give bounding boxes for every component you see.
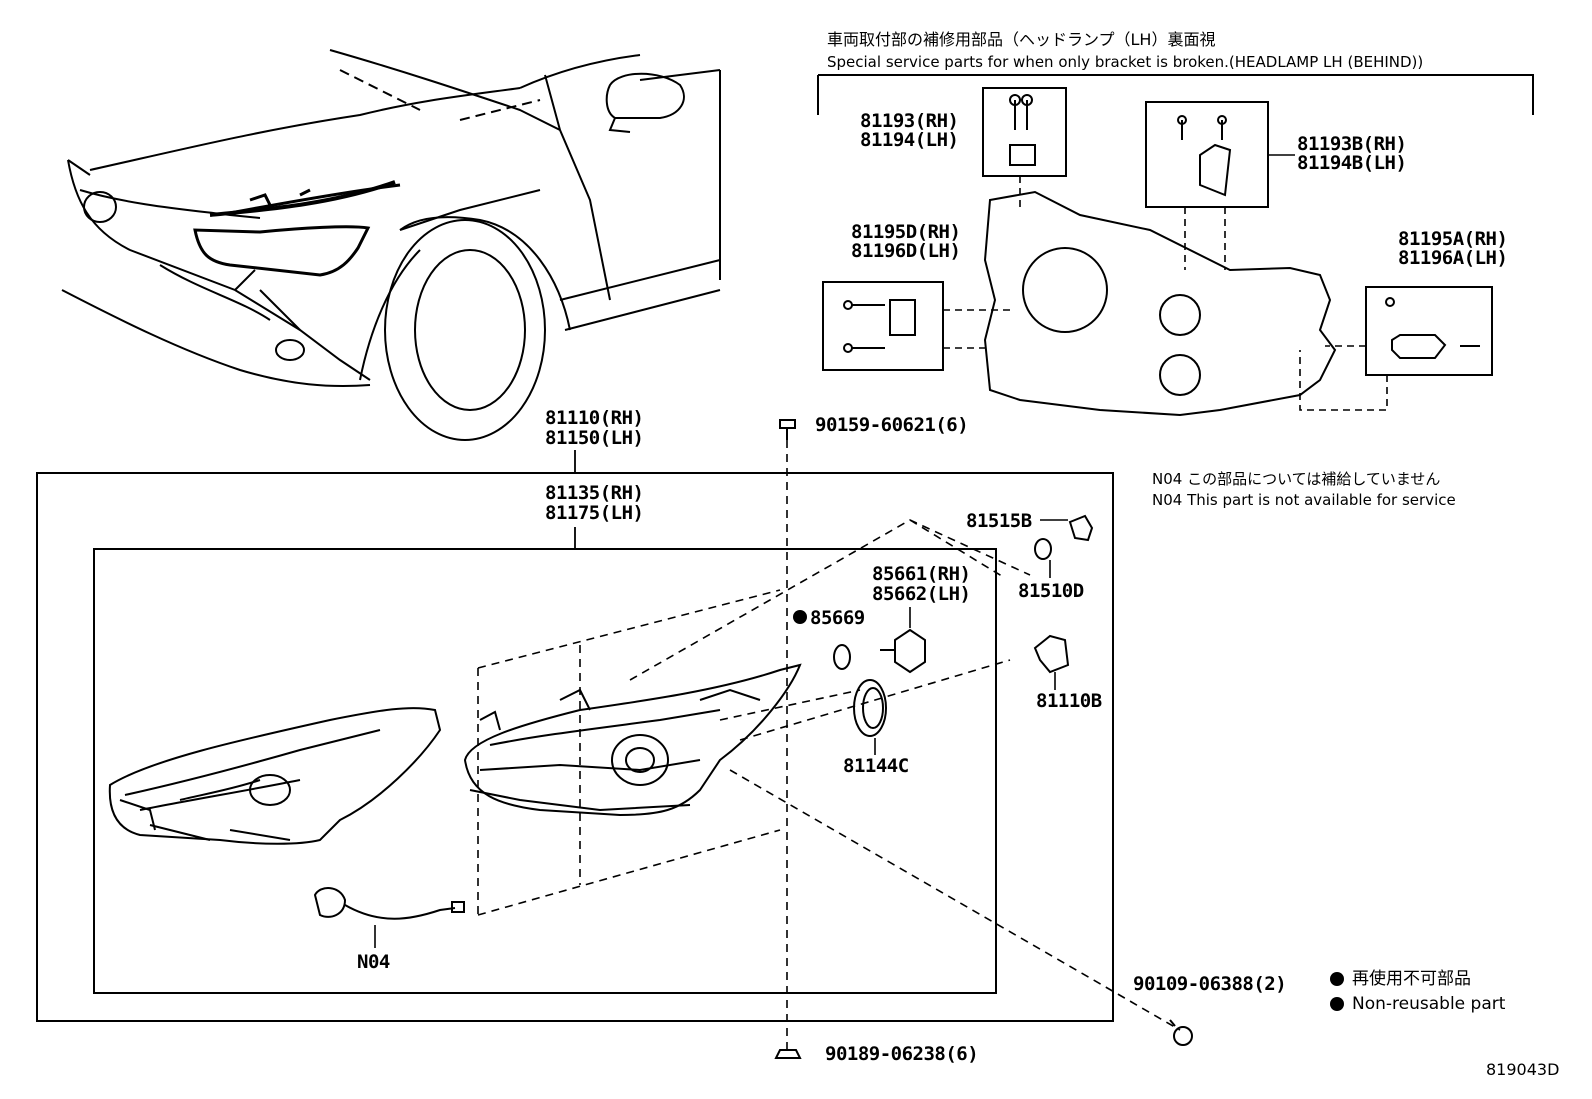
car-front-illustration (61, 49, 721, 441)
bolt-90109-illustration (1169, 1019, 1193, 1046)
label-81196a: 81196A(LH) (1398, 247, 1508, 269)
service-parts-header-en: Special service parts for when only brac… (827, 53, 1424, 71)
label-81193: 81193(RH) (860, 110, 959, 132)
bolt-90159-illustration (779, 419, 796, 440)
label-81110: 81110(RH) (545, 407, 644, 429)
label-81193b: 81193B(RH) (1297, 133, 1407, 155)
bulb-81110b-illustration (1033, 634, 1070, 674)
label-81194b: 81194B(LH) (1297, 152, 1407, 174)
legend-non-reusable-en: Non-reusable part (1330, 996, 1505, 1013)
assembly-inner-frame (93, 548, 997, 994)
label-85662: 85662(LH) (872, 583, 971, 605)
label-n04: N04 (357, 951, 390, 973)
label-81194: 81194(LH) (860, 129, 959, 151)
label-81135: 81135(RH) (545, 482, 644, 504)
label-90189: 90189-06238(6) (825, 1043, 979, 1065)
label-81175: 81175(LH) (545, 502, 644, 524)
cap-81510d-illustration (1034, 538, 1052, 560)
label-81150: 81150(LH) (545, 427, 644, 449)
headlamp-housing-illustration (463, 663, 802, 817)
figure-id: 819043D (1486, 1060, 1560, 1079)
non-reusable-dot-icon (1330, 997, 1344, 1011)
gasket-85669-illustration (833, 644, 851, 670)
cap-81515b-illustration (1068, 514, 1094, 542)
assembly-outer-frame (36, 472, 1114, 1022)
label-81195a: 81195A(RH) (1398, 228, 1508, 250)
service-parts-bracket-illustration (817, 74, 1534, 417)
label-81195d: 81195D(RH) (851, 221, 961, 243)
note-n04-jp: N04 この部品については補給していません (1152, 470, 1441, 488)
label-90109: 90109-06388(2) (1133, 973, 1287, 995)
label-81196d: 81196D(LH) (851, 240, 961, 262)
label-90159: 90159-60621(6) (815, 414, 969, 436)
service-parts-header-jp: 車両取付部の補修用部品（ヘッドランプ（LH）裏面視 (827, 30, 1216, 49)
label-81110b: 81110B (1036, 690, 1102, 712)
note-n04-en: N04 This part is not available for servi… (1152, 491, 1456, 509)
label-85669: 85669 (810, 607, 865, 629)
bolt-90189-illustration (774, 1049, 802, 1059)
legend-jp-text: 再使用不可部品 (1352, 969, 1471, 989)
label-81510d: 81510D (1018, 580, 1084, 602)
label-81515b: 81515B (966, 510, 1032, 532)
bulb-85661-illustration (880, 628, 926, 674)
legend-en-text: Non-reusable part (1352, 994, 1506, 1014)
legend-non-reusable-jp: 再使用不可部品 (1330, 971, 1471, 988)
harness-n04-illustration (313, 887, 465, 948)
label-85661: 85661(RH) (872, 563, 971, 585)
headlamp-lens-illustration (108, 707, 442, 845)
non-reusable-dot-icon (1330, 972, 1344, 986)
ring-81144c-illustration (853, 679, 887, 737)
label-81144c: 81144C (843, 755, 909, 777)
